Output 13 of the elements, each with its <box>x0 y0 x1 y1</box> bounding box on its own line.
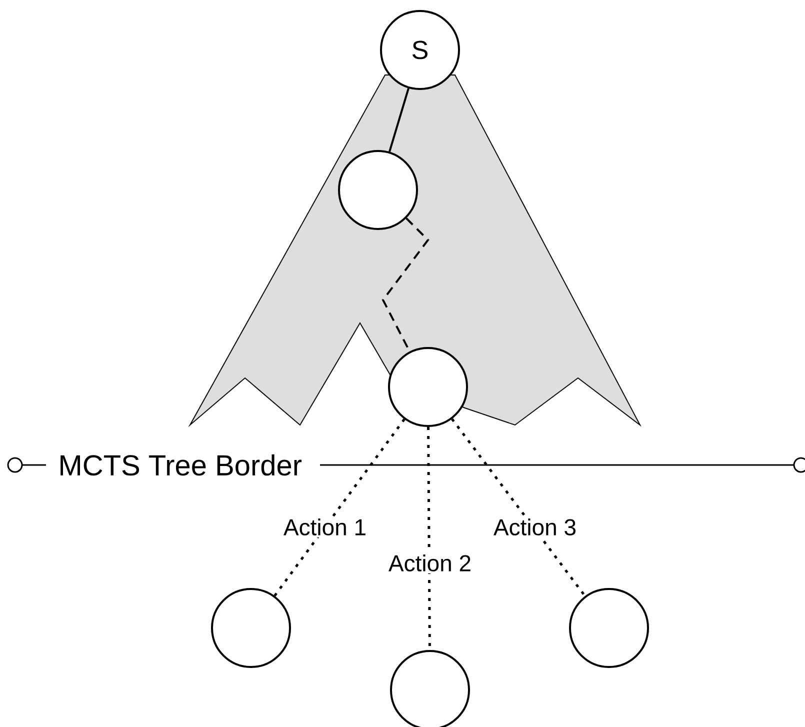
tree-edge <box>388 88 410 152</box>
tree-edge <box>274 418 406 596</box>
edge-label: Action 1 <box>281 516 369 538</box>
edge-label: Action 2 <box>386 552 474 574</box>
tree-node <box>569 588 649 668</box>
tree-node <box>338 150 418 230</box>
tree-node: S <box>380 10 460 90</box>
tree-node <box>211 588 291 668</box>
tree-node <box>388 346 468 427</box>
tree-node <box>390 650 470 727</box>
border-label: MCTS Tree Border <box>60 454 302 476</box>
edge-label: Action 3 <box>491 516 579 538</box>
tree-edge <box>451 418 586 597</box>
